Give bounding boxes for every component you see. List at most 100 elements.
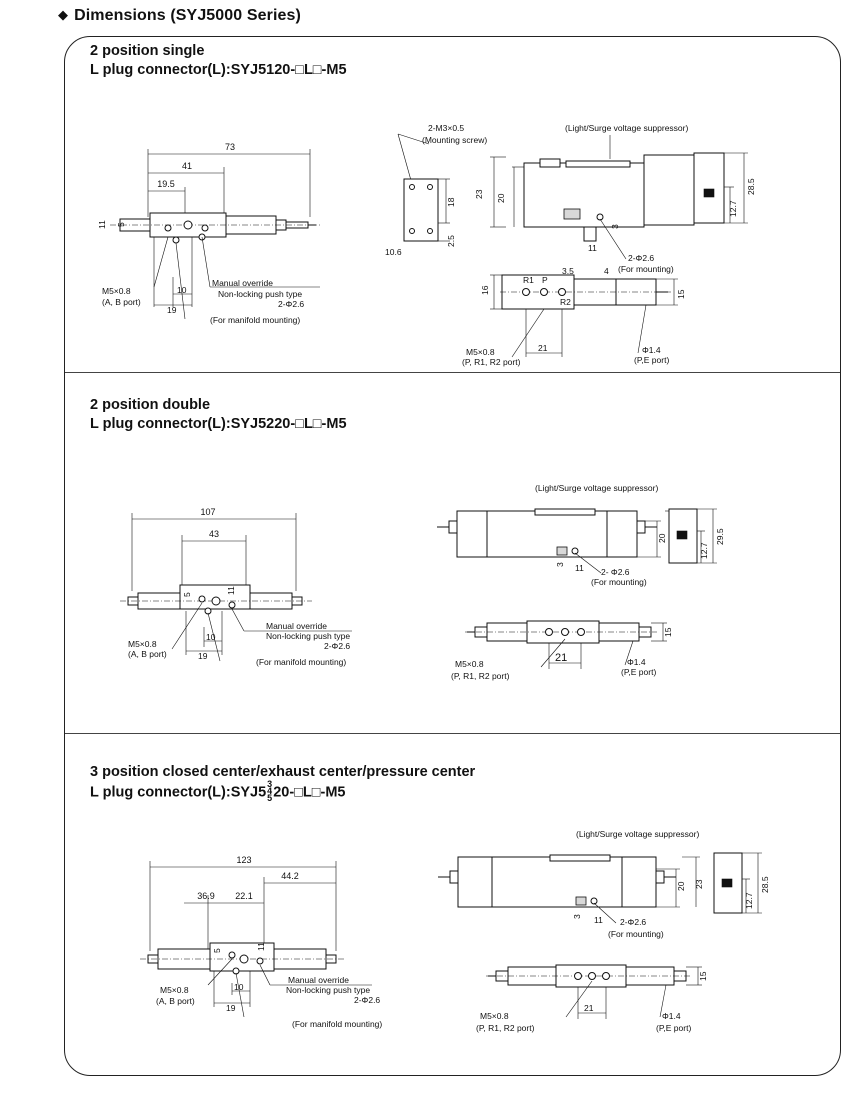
section-1-side-view: 73 41 19.5 11 5 10 19 M5×0.8 (A, B port)…: [97, 142, 320, 325]
section-1-name: 2 position single: [90, 43, 205, 59]
drawing-rect: [636, 520, 646, 534]
drawing-line: [235, 972, 245, 1018]
drawing-line: [153, 236, 169, 288]
drawing-rect: [449, 870, 459, 884]
drawing-line: [397, 133, 413, 185]
section-divider-1: [65, 372, 840, 373]
drawing-circle: [198, 595, 206, 603]
drawing-circle: [540, 288, 548, 296]
drawing-circle: [228, 951, 236, 959]
dim-3-s3: 3: [572, 914, 582, 919]
callout-light-surge: (Light/Surge voltage suppressor): [565, 123, 688, 133]
drawing-circle: [201, 224, 209, 232]
dim-28-5: 28.5: [746, 178, 756, 195]
section-1-model: L plug connector(L):SYJ5120-□L□-M5: [90, 62, 347, 78]
section-1-end-view: 2-M3×0.5 (Mounting screw) 18 2.5 10.6: [385, 123, 487, 257]
callout-phi-1-4-s2: Φ1.4: [627, 657, 646, 667]
drawing-line: [659, 984, 667, 1018]
section-1-front-view: (Light/Surge voltage suppressor) 23 20 3…: [474, 123, 716, 276]
dim-5-s3: 5: [212, 948, 222, 953]
model-stack-3: 3: [267, 779, 273, 789]
drawing-circle: [409, 184, 415, 190]
callout-mounting-screw-2: (Mounting screw): [422, 135, 487, 145]
dim-10-6: 10.6: [385, 247, 402, 257]
callout-prr-port-s3: (P, R1, R2 port): [476, 1023, 535, 1033]
callout-manual-override-s2: Manual override: [266, 621, 327, 631]
drawing-rect: [621, 856, 657, 908]
drawing-rect: [556, 546, 568, 556]
section-2-small-end-view: 29.5 12.7: [668, 508, 725, 564]
dim-5: 5: [116, 222, 126, 227]
drawing-rect: [565, 160, 631, 168]
drawing-line: [511, 308, 545, 358]
dim-22-1: 22.1: [235, 891, 253, 901]
drawing-rect: [539, 158, 561, 168]
callout-front-hole: 2-Φ2.6: [628, 253, 654, 263]
dim-4: 4: [604, 266, 609, 276]
callout-pe-port-s2: (P,E port): [621, 667, 656, 677]
section-3-model-prefix: L plug connector(L):SYJ5: [90, 784, 267, 801]
drawing-line: [397, 133, 430, 145]
section-3-model-suffix: 20-□L□-M5: [273, 784, 346, 801]
dim-23: 23: [474, 189, 484, 199]
callout-hole-s3: 2-Φ2.6: [354, 995, 380, 1005]
section-3-front-view: (Light/Surge voltage suppressor) 20 23 3…: [438, 829, 704, 939]
drawing-rect: [606, 510, 638, 558]
dim-5-s2: 5: [182, 592, 192, 597]
drawing-line: [574, 552, 602, 574]
section-2-side-view: 107 43 5 11 10 19 M5×0.8 (A, B port) Man…: [120, 507, 352, 667]
drawing-rect: [575, 896, 587, 906]
drawing-circle: [571, 547, 579, 555]
dim-19-s3: 19: [226, 1003, 236, 1013]
section-3-name: 3 position closed center/exhaust center/…: [90, 764, 476, 780]
callout-front-hole-s3: 2-Φ2.6: [620, 917, 646, 927]
dim-10-s3: 10: [234, 982, 244, 992]
callout-non-locking-s2: Non-locking push type: [266, 631, 350, 641]
dim-3-s2: 3: [555, 562, 565, 567]
drawing-circle: [228, 601, 236, 609]
callout-port-m5-s2: M5×0.8: [455, 659, 484, 669]
model-stack-4: 4: [267, 786, 273, 796]
drawing-rect: [486, 510, 608, 558]
drawing-circle: [409, 228, 415, 234]
dim-19-s2: 19: [198, 651, 208, 661]
callout-light-surge-s2: (Light/Surge voltage suppressor): [535, 483, 658, 493]
callout-phi-1-4: Φ1.4: [642, 345, 661, 355]
drawing-circle: [596, 213, 604, 221]
section-3-title: 3 position closed center/exhaust center/…: [90, 763, 475, 803]
port-r1: R1: [523, 275, 534, 285]
section-3-small-end-view: 28.5 12.7: [713, 852, 770, 914]
dim-20: 20: [496, 193, 506, 203]
drawing-circle: [172, 236, 180, 244]
callout-port-m5-s3: M5×0.8: [480, 1011, 509, 1021]
callout-m5-ab-s2: M5×0.8: [128, 639, 157, 649]
dim-16: 16: [480, 285, 490, 295]
callout-manifold: (For manifold mounting): [210, 315, 300, 325]
drawing-circle: [427, 228, 433, 234]
drawing-rect: [676, 530, 688, 540]
callout-ab-port-s3: (A, B port): [156, 996, 195, 1006]
diamond-bullet-icon: ◆: [58, 7, 69, 22]
dim-2-5: 2.5: [446, 235, 456, 247]
drawing-line: [231, 608, 245, 632]
model-stack-5: 5: [267, 793, 273, 803]
dim-19: 19: [167, 305, 177, 315]
drawing-circle: [211, 596, 221, 606]
section-2-model: L plug connector(L):SYJ5220-□L□-M5: [90, 416, 347, 432]
drawing-rect: [583, 226, 597, 242]
drawing-circle: [558, 288, 566, 296]
drawing-rect: [643, 154, 695, 226]
dim-10-s2: 10: [206, 632, 216, 642]
drawing-rect: [448, 520, 458, 534]
port-r2: R2: [560, 297, 571, 307]
dim-11-front: 11: [588, 243, 597, 253]
drawing-circle: [164, 224, 172, 232]
callout-light-surge-s3: (Light/Surge voltage suppressor): [576, 829, 699, 839]
section-2-bottom-view: 15 21 M5×0.8 (P, R1, R2 port) Φ1.4 (P,E …: [451, 620, 673, 681]
dim-107: 107: [200, 507, 215, 517]
drawing-rect: [655, 870, 665, 884]
drawing-circle: [239, 954, 249, 964]
callout-m5-ab: M5×0.8: [102, 286, 131, 296]
drawing-circle: [577, 628, 585, 636]
